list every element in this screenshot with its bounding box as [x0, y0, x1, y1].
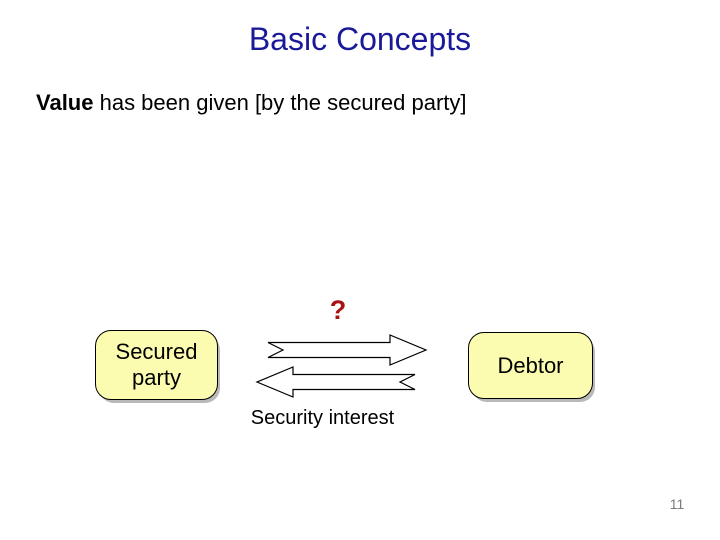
debtor-box-label: Debtor — [497, 352, 564, 378]
body-text-rest: has been given [by the secured party] — [93, 90, 467, 115]
slide-title: Basic Concepts — [248, 21, 472, 57]
debtor-box: Debtor — [468, 332, 593, 399]
slide-number: 11 — [669, 496, 685, 512]
notched-left-arrow-icon — [255, 366, 416, 398]
question-mark-label: ? — [329, 295, 347, 325]
notched-right-arrow-icon — [267, 334, 428, 366]
body-text-bold-lead: Value — [36, 90, 94, 115]
secured-party-box-label: Secured party — [115, 339, 198, 390]
body-text: Value has been given [by the secured par… — [36, 90, 467, 116]
security-interest-caption: Security interest — [250, 407, 395, 429]
arrows-graphic — [255, 334, 428, 398]
secured-party-box: Secured party — [95, 330, 218, 400]
